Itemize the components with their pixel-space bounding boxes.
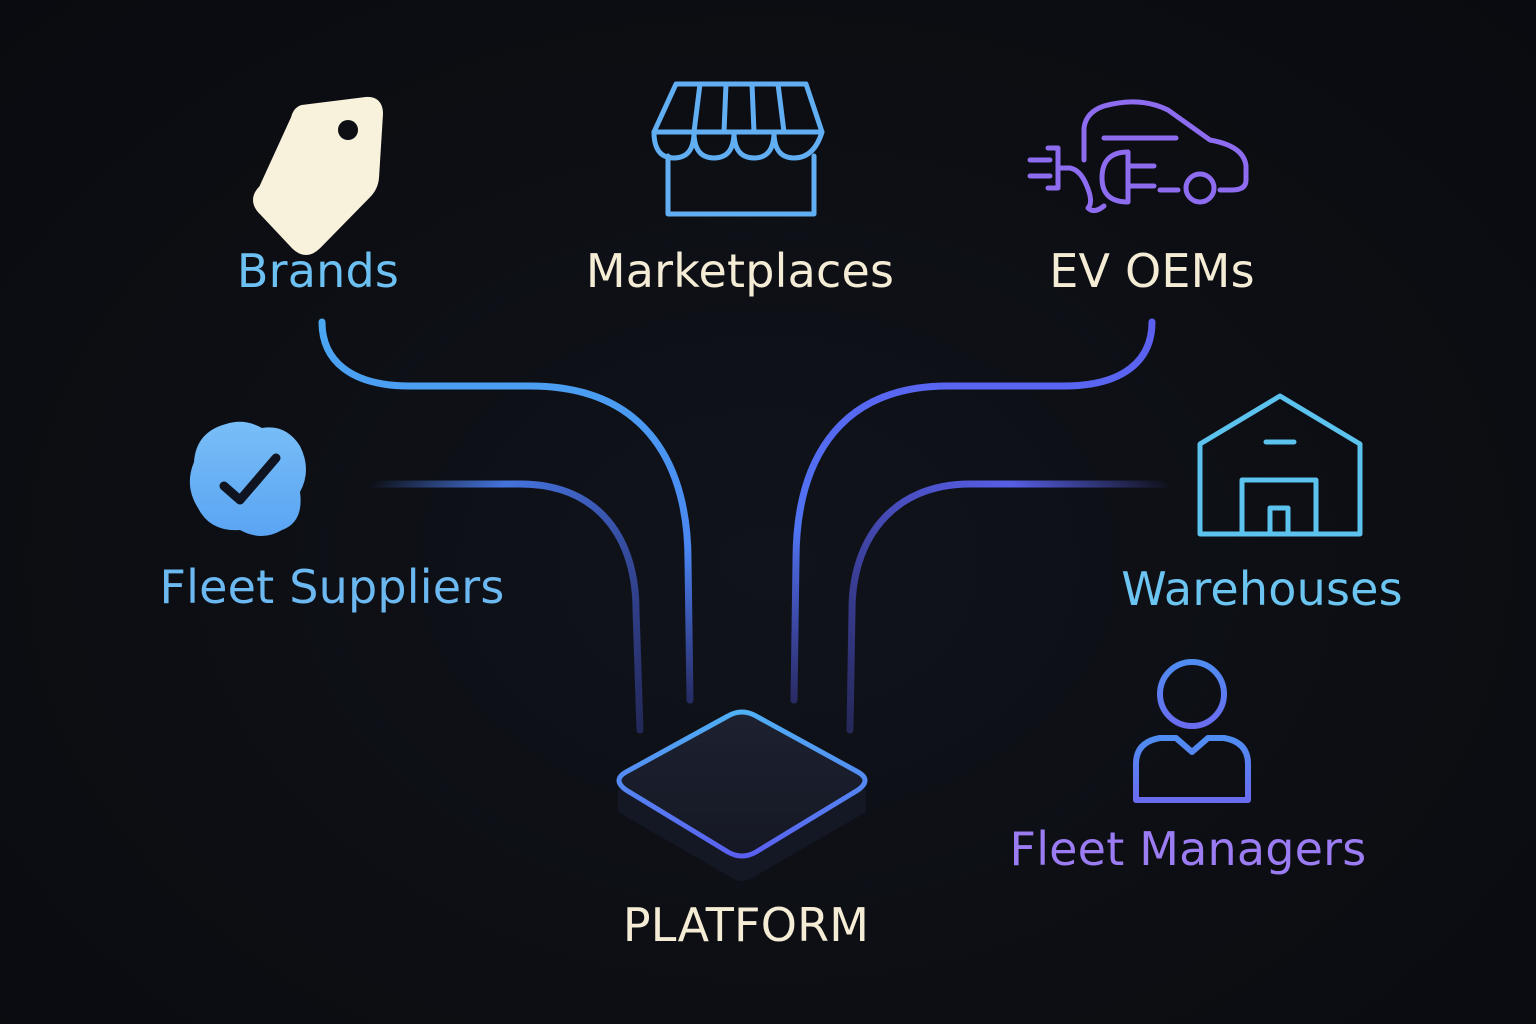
label-platform: PLATFORM bbox=[622, 898, 870, 952]
storefront-icon bbox=[651, 81, 825, 217]
platform-tile-icon bbox=[616, 709, 868, 881]
electric-car-plug-icon bbox=[1027, 99, 1249, 214]
price-tag-icon bbox=[253, 96, 383, 255]
connector-warehouses bbox=[846, 480, 1174, 734]
connectors bbox=[318, 318, 1174, 734]
connector-brands bbox=[318, 318, 694, 704]
label-brands: Brands bbox=[236, 244, 400, 298]
warehouse-icon bbox=[1197, 393, 1363, 537]
verified-badge-icon bbox=[189, 421, 306, 536]
label-ev-oems: EV OEMs bbox=[1049, 244, 1255, 298]
person-icon bbox=[1133, 659, 1251, 803]
label-fleet-suppliers: Fleet Suppliers bbox=[159, 560, 505, 614]
label-marketplaces: Marketplaces bbox=[585, 244, 895, 298]
label-fleet-managers: Fleet Managers bbox=[1009, 822, 1367, 876]
connector-ev-oems bbox=[790, 318, 1156, 704]
label-warehouses: Warehouses bbox=[1121, 562, 1403, 616]
connector-fleet-suppliers bbox=[366, 480, 644, 734]
